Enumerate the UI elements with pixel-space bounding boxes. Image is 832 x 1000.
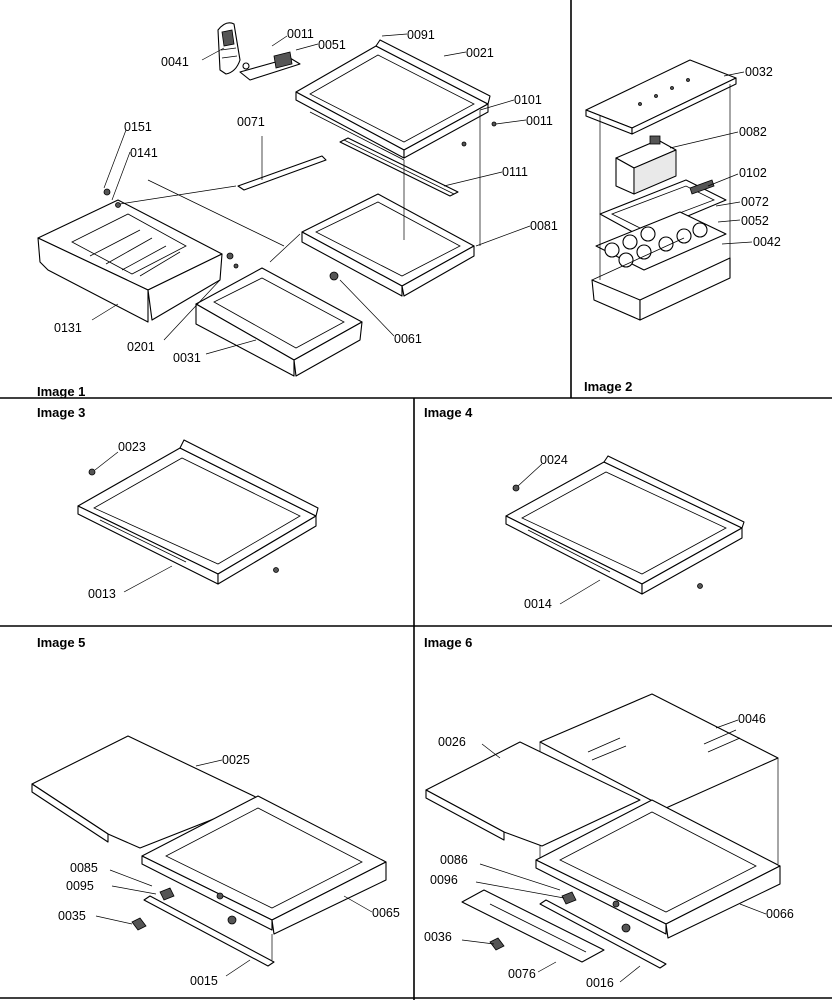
callout-label: 0032 <box>745 65 773 79</box>
callout-label: 0131 <box>54 321 82 335</box>
callout-label: 0052 <box>741 214 769 228</box>
callout-label: 0072 <box>741 195 769 209</box>
callout-label: 0011 <box>287 27 314 41</box>
callout-label: 0031 <box>173 351 201 365</box>
callout-label: 0025 <box>222 753 250 767</box>
callout-label: 0141 <box>130 146 158 160</box>
crisper-drawer-part <box>37 199 223 323</box>
callout-label: 0151 <box>124 120 152 134</box>
panel-title-5: Image 5 <box>37 635 85 650</box>
callout-label: 0046 <box>738 712 766 726</box>
panel-4-illustration <box>505 455 745 595</box>
callout-label: 0051 <box>318 38 346 52</box>
panel-title-2: Image 2 <box>584 379 632 394</box>
callout-label: 0035 <box>58 909 86 923</box>
panel-3-illustration <box>77 439 319 585</box>
callout-label: 0015 <box>190 974 218 988</box>
callout-label: 0023 <box>118 440 146 454</box>
callout-label: 0102 <box>739 166 767 180</box>
callout-label: 0021 <box>466 46 494 60</box>
callout-label: 0076 <box>508 967 536 981</box>
shelf-bracket-part <box>239 51 301 81</box>
callout-label: 0086 <box>440 853 468 867</box>
callout-label: 0085 <box>70 861 98 875</box>
crisper-cover-part <box>237 155 327 191</box>
panel-3-callouts: 0023 0013 <box>88 440 173 601</box>
callout-label: 0026 <box>438 735 466 749</box>
panel-5-illustration <box>31 735 387 967</box>
callout-label: 0066 <box>766 907 794 921</box>
glass-shelf-top-part <box>295 39 491 161</box>
panel-1-illustration <box>37 22 497 377</box>
callout-label: 0071 <box>237 115 265 129</box>
callout-label: 0011 <box>526 114 553 128</box>
panel-4-callouts: 0024 0014 <box>517 453 601 611</box>
panel-title-3: Image 3 <box>37 405 85 420</box>
drawer-pan-part <box>195 267 363 377</box>
panel-title-4: Image 4 <box>424 405 473 420</box>
panel-title-6: Image 6 <box>424 635 472 650</box>
control-knob-part <box>217 22 241 75</box>
callout-label: 0036 <box>424 930 452 944</box>
callout-label: 0081 <box>530 219 558 233</box>
callout-label: 0096 <box>430 873 458 887</box>
callout-label: 0082 <box>739 125 767 139</box>
callout-label: 0013 <box>88 587 116 601</box>
glass-strip-part <box>339 137 459 197</box>
callout-label: 0024 <box>540 453 568 467</box>
callout-label: 0042 <box>753 235 781 249</box>
callout-label: 0016 <box>586 976 614 990</box>
panel-2-callouts: 0032 0082 0102 0072 0052 0042 <box>669 65 781 249</box>
callout-label: 0201 <box>127 340 155 354</box>
callout-label: 0041 <box>161 55 189 69</box>
callout-label: 0014 <box>524 597 552 611</box>
panel-6-callouts: 0046 0026 0086 0096 0036 0066 0076 0016 <box>424 712 794 990</box>
callout-label: 0111 <box>502 165 528 179</box>
callout-label: 0065 <box>372 906 400 920</box>
callout-label: 0061 <box>394 332 422 346</box>
shelf-frame-part <box>301 110 481 297</box>
callout-label: 0091 <box>407 28 435 42</box>
panel-2-illustration <box>585 59 737 321</box>
panel-6-illustration <box>425 693 781 969</box>
callout-label: 0101 <box>514 93 542 107</box>
panel-5-callouts: 0025 0085 0095 0035 0065 0015 <box>58 753 400 988</box>
callout-label: 0095 <box>66 879 94 893</box>
panel-1-callouts: 0011 0051 0041 0091 0021 0101 0011 0151 … <box>54 27 558 365</box>
panel-title-1: Image 1 <box>37 384 85 399</box>
